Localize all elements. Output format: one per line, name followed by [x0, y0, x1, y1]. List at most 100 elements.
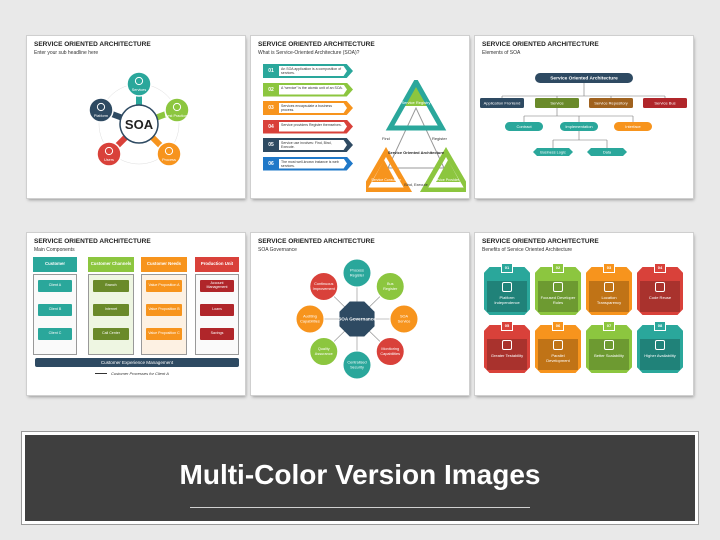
legend: Customer Processes for Client A: [95, 371, 169, 376]
component-item: Value Proposition B: [146, 304, 182, 316]
level2-node: [614, 122, 652, 131]
petal-label: Register: [383, 287, 398, 291]
developer-icon: [553, 282, 563, 292]
find-label: Find: [382, 136, 390, 141]
card-label: Parallel Development: [546, 353, 570, 363]
slide-main-components[interactable]: SERVICE ORIENTED ARCHITECTURE Main Compo…: [27, 233, 245, 395]
step-text: Service use involves: Find, Bind, Execut…: [279, 140, 347, 150]
step-number: 02: [268, 86, 274, 93]
slide-subtitle: Main Components: [34, 247, 75, 253]
level1-node: [535, 98, 579, 108]
node-label: Platform: [94, 114, 108, 118]
level1-label: Service Repository: [594, 101, 628, 106]
slide-title: SERVICE ORIENTED ARCHITECTURE: [34, 238, 151, 245]
governance-petal: [375, 271, 405, 301]
bind-label: Bind, Execute: [404, 183, 427, 187]
scale-icon: [604, 340, 614, 350]
banner-divider: [190, 507, 530, 508]
petal-label: Centralised: [347, 361, 366, 365]
registry-triangle: [404, 86, 428, 106]
card-label: Better Scalability: [594, 353, 624, 358]
node-label: Users: [104, 158, 114, 162]
governance-petal: [309, 337, 339, 367]
level2-label: Implementation: [565, 124, 592, 129]
level3-node: [533, 148, 573, 156]
card-number: 03: [603, 263, 615, 273]
level2-node: [560, 122, 598, 131]
governance-center: [339, 301, 375, 337]
column-header: Customer Channels: [88, 257, 134, 272]
legend-label: Customer Processes for Client A: [111, 371, 169, 376]
slide-soa-governance[interactable]: SERVICE ORIENTED ARCHITECTURE SOA Govern…: [251, 233, 469, 395]
petal-label: Assurance: [315, 352, 333, 356]
soa-center: [119, 104, 159, 144]
petal-label: Auditing: [303, 315, 317, 319]
node-2: [156, 141, 182, 167]
slide-subtitle: What is Service-Oriented Architecture (S…: [258, 50, 360, 56]
governance-petal: [389, 304, 419, 334]
banner-title: Multi-Color Version Images: [179, 459, 541, 490]
consumer-label: Service Consumer: [371, 178, 401, 182]
slide-what-is-soa[interactable]: SERVICE ORIENTED ARCHITECTURE What is Se…: [251, 36, 469, 198]
card-number: 08: [654, 321, 666, 331]
petal-label: Capabilities: [380, 352, 400, 356]
node-label: Best Practices: [165, 114, 189, 118]
center-label: Service Oriented Architecture: [388, 150, 445, 155]
petal-label: Continuous: [314, 282, 333, 286]
node-label: Services: [132, 88, 147, 92]
card-inner: [487, 281, 527, 312]
root-node: [535, 73, 633, 83]
card-label: Focused Developer Roles: [540, 295, 576, 305]
governance-petal: [375, 337, 405, 367]
level1-label: Service Bus: [654, 101, 675, 106]
consumer-triangle: [372, 160, 396, 182]
petal-label: Improvement: [313, 287, 336, 291]
card-label: Greater Testability: [490, 353, 524, 358]
step-number: 01: [268, 68, 274, 74]
level3-node: [587, 148, 627, 156]
governance-petal: [342, 258, 372, 288]
gear-icon: [134, 76, 144, 86]
step-text: Service providers Register themselves.: [279, 121, 347, 132]
petal-label: Register: [350, 273, 365, 277]
card-label: Code Reuse: [648, 295, 672, 300]
petal-label: Monitoring: [381, 347, 399, 351]
level1-label: Service: [550, 101, 564, 106]
node-label: Process: [162, 158, 176, 162]
slide-subtitle: Elements of SOA: [482, 50, 521, 56]
component-item: Call Center: [93, 328, 129, 340]
slide-elements-of-soa[interactable]: SERVICE ORIENTED ARCHITECTURE Elements o…: [475, 36, 693, 198]
level1-node: [480, 98, 524, 108]
component-item: Internet: [93, 304, 129, 316]
card-inner: [538, 339, 578, 370]
card-number: 07: [603, 321, 615, 331]
component-item: Savings: [200, 328, 234, 340]
petal-label: Bus: [387, 282, 394, 286]
slide-soa-overview[interactable]: SERVICE ORIENTED ARCHITECTURE Enter your…: [27, 36, 245, 198]
node-0: [126, 71, 152, 97]
level1-node: [589, 98, 633, 108]
parallel-icon: [553, 340, 563, 350]
cog-icon: [164, 146, 174, 156]
card-number: 02: [552, 263, 564, 273]
card-number: 01: [501, 263, 513, 273]
slide-benefits-of-soa[interactable]: SERVICE ORIENTED ARCHITECTURE Benefits o…: [475, 233, 693, 395]
card-label: Higher Availability: [644, 353, 676, 358]
code-icon: [655, 282, 665, 292]
component-item: Value Proposition A: [146, 280, 182, 292]
monitor-icon: [96, 102, 106, 112]
level2-node: [505, 122, 543, 131]
petal-label: SOA: [400, 315, 408, 319]
level3-label: Data: [603, 151, 612, 155]
slide-title: SERVICE ORIENTED ARCHITECTURE: [258, 41, 375, 48]
